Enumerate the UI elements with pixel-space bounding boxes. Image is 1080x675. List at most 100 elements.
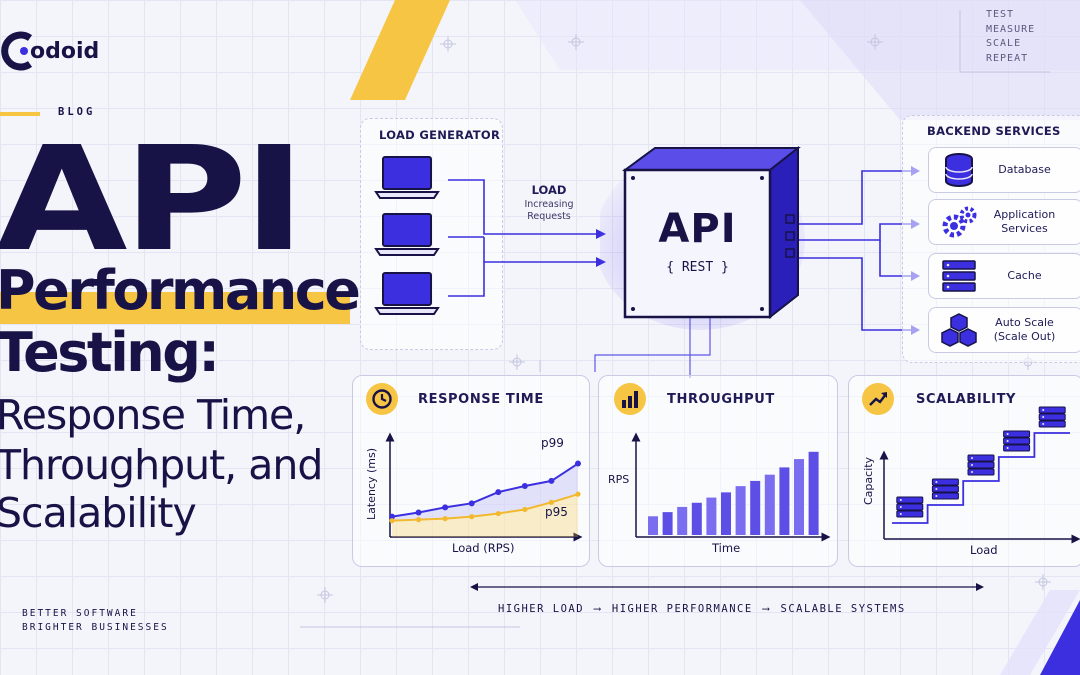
- p95-line: [391, 493, 579, 522]
- throughput-bar: [677, 506, 688, 535]
- server-stack-icon: [896, 496, 924, 518]
- load-arrow-line2: Requests: [527, 211, 571, 222]
- gears-icon: [937, 204, 981, 240]
- throughput-title: THROUGHPUT: [667, 392, 775, 407]
- throughput-ylabel: RPS: [608, 473, 630, 486]
- trend-up-icon: [862, 383, 894, 415]
- backend-item-auto-scale[interactable]: Auto Scale (Scale Out): [928, 307, 1080, 353]
- blog-label: BLOG: [58, 106, 96, 118]
- p99-series-label: p99: [541, 436, 564, 450]
- throughput-bar: [706, 497, 717, 535]
- p99-point: [442, 504, 449, 511]
- p95-series-label: p95: [545, 505, 568, 519]
- p99-point: [389, 513, 395, 520]
- tagline-line1: BETTER SOFTWARE: [22, 608, 138, 619]
- hero-title-api: API: [0, 115, 306, 283]
- p95-point: [469, 514, 475, 520]
- load-arrow-label: LOAD Increasing Requests: [512, 183, 586, 223]
- response-time-ylabel: Latency (ms): [365, 447, 378, 520]
- throughput-xlabel: Time: [712, 541, 741, 555]
- scalability-step-line: [892, 432, 1070, 524]
- backend-item-label: Application Services: [993, 208, 1056, 235]
- p95-point: [389, 518, 395, 524]
- brand-logo[interactable]: odoid: [0, 30, 99, 72]
- flow-step-3: SCALABLE SYSTEMS: [780, 603, 906, 615]
- flow-step-2: HIGHER PERFORMANCE: [611, 603, 753, 615]
- brand-name: odoid: [30, 38, 100, 64]
- throughput-bar: [779, 467, 790, 535]
- throughput-bar: [794, 459, 804, 535]
- scalability-title: SCALABILITY: [916, 392, 1017, 407]
- database-icon: [937, 152, 981, 188]
- hero-subtitle-line1: Response Time,: [0, 391, 306, 439]
- throughput-bar: [648, 516, 658, 535]
- load-arrow-title: LOAD: [531, 183, 567, 197]
- api-subtitle: { REST }: [666, 260, 729, 275]
- p95-point: [442, 516, 448, 522]
- laptop-icon: [374, 272, 440, 315]
- flow-arrow: ⟶: [594, 603, 602, 615]
- corner-word: REPEAT: [986, 52, 1029, 64]
- throughput-bar: [750, 480, 761, 535]
- logo-c-icon: [1, 31, 33, 71]
- corner-words: TEST MEASURE SCALE REPEAT: [986, 8, 1035, 66]
- response-time-xlabel: Load (RPS): [452, 541, 515, 555]
- laptop-icon: [374, 156, 440, 199]
- corner-word: TEST: [986, 9, 1015, 20]
- throughput-chart: [631, 432, 831, 542]
- p99-point: [575, 460, 581, 467]
- backend-item-label: Cache: [1007, 269, 1042, 282]
- bar-chart-icon: [614, 383, 646, 415]
- clock-icon: [366, 383, 398, 415]
- tagline: BETTER SOFTWARE BRIGHTER BUSINESSES: [22, 607, 169, 635]
- api-cube: [600, 145, 805, 330]
- server-stack-icon: [967, 454, 995, 476]
- flow-arrow: ⟶: [762, 603, 771, 615]
- blog-underline: [0, 112, 40, 116]
- backend-services-title: BACKEND SERVICES: [927, 124, 1061, 138]
- hero-title-performance: Performance: [0, 259, 361, 322]
- backend-item-label: Database: [998, 163, 1051, 176]
- hero-highlight: [0, 292, 350, 324]
- throughput-bar: [721, 492, 731, 535]
- backend-item-cache[interactable]: Cache: [928, 253, 1080, 299]
- laptop-icon: [374, 213, 440, 256]
- tagline-line2: BRIGHTER BUSINESSES: [22, 622, 169, 633]
- p99-point: [495, 489, 502, 496]
- load-generator-title: LOAD GENERATOR: [379, 128, 501, 142]
- response-time-chart: [385, 432, 583, 542]
- flow-step-1: HIGHER LOAD: [498, 603, 585, 615]
- backend-item-database[interactable]: Database: [928, 147, 1080, 193]
- scalability-ylabel: Capacity: [862, 456, 875, 505]
- load-arrow-line1: Increasing: [524, 199, 574, 210]
- p99-point: [468, 500, 475, 507]
- flow-double-arrow: [470, 583, 984, 591]
- scalability-xlabel: Load: [970, 543, 998, 557]
- p95-point: [415, 517, 422, 523]
- throughput-bar: [662, 512, 673, 535]
- throughput-bar: [808, 451, 819, 535]
- hero-subtitle-line3: Scalability: [0, 489, 197, 537]
- backend-item-application-services[interactable]: Application Services: [928, 199, 1080, 245]
- api-title: API: [658, 206, 737, 252]
- corner-word: MEASURE: [986, 23, 1036, 35]
- flow-caption: HIGHER LOAD ⟶ HIGHER PERFORMANCE ⟶ SCALA…: [498, 603, 906, 615]
- scalability-chart: [879, 406, 1080, 544]
- server-stack-icon: [1003, 430, 1031, 452]
- p99-line: [391, 462, 579, 518]
- p99-point: [415, 509, 422, 516]
- throughput-bar: [735, 486, 746, 535]
- hero-subtitle-line2: Throughput, and: [0, 441, 323, 489]
- p95-point: [575, 491, 581, 497]
- server-stack-icon: [931, 478, 959, 500]
- p95-point: [495, 510, 501, 517]
- hero-title-testing: Testing:: [0, 321, 220, 384]
- p95-point: [522, 506, 528, 513]
- client-laptops: [374, 156, 440, 315]
- p99-point: [521, 483, 528, 489]
- corner-word: SCALE: [986, 38, 1022, 49]
- throughput-bar: [764, 474, 775, 535]
- backend-item-label: Auto Scale (Scale Out): [993, 316, 1056, 343]
- throughput-bar: [691, 502, 702, 535]
